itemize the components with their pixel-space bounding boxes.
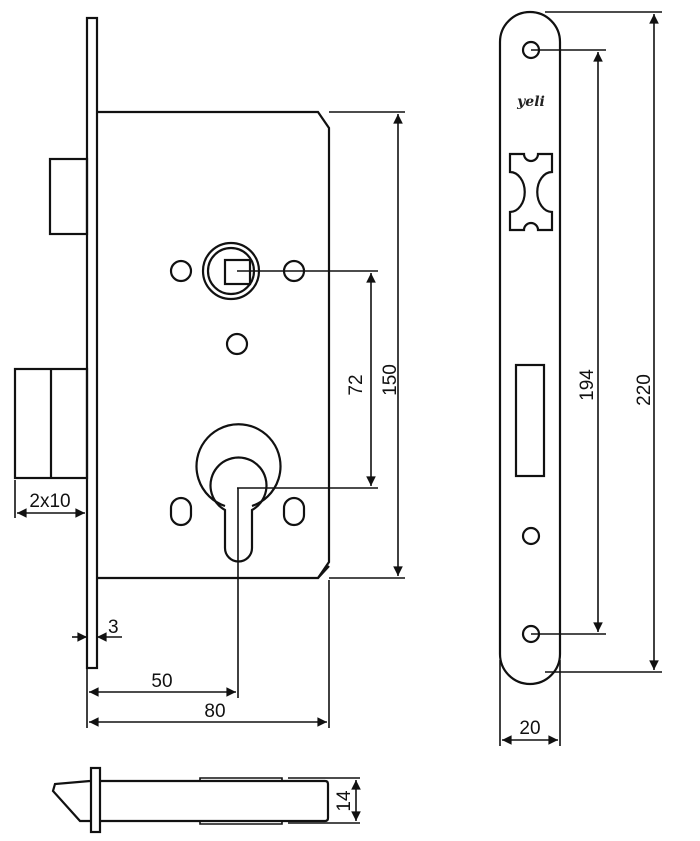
faceplate-view: yeli — [498, 10, 562, 686]
dim-label-150: 150 — [380, 364, 401, 396]
cylinder-rosette — [195, 423, 282, 508]
deadbolt-opening — [514, 363, 546, 478]
lock-body — [97, 110, 331, 580]
latch-opening — [508, 152, 554, 232]
spindle-square — [223, 258, 252, 286]
dim-label-20: 20 — [519, 718, 540, 739]
cover-strip — [199, 777, 283, 781]
dim-label-2x10: 2x10 — [29, 491, 70, 512]
latch-wedge — [51, 779, 91, 823]
screw-slot — [282, 496, 306, 527]
latch-bolt — [48, 157, 89, 236]
cover-strip — [199, 821, 283, 825]
screw-hole — [169, 259, 193, 283]
body-edge — [100, 779, 330, 823]
dim-label-72: 72 — [346, 374, 367, 395]
brand-logo: yeli — [516, 94, 545, 110]
dim-label-80: 80 — [204, 701, 225, 722]
faceplate-edge — [89, 766, 102, 834]
front-view — [13, 16, 331, 670]
dim-label-220: 220 — [634, 374, 655, 406]
dim-label-50: 50 — [151, 671, 172, 692]
dim-label-3: 3 — [108, 617, 119, 638]
screw-slot — [169, 496, 193, 527]
faceplate — [498, 10, 562, 686]
faceplate-dimensions: 194 220 20 — [499, 11, 662, 746]
screw-hole — [225, 332, 249, 356]
body-chamfer — [317, 565, 330, 579]
front-dimensions: 150 72 50 80 2x10 3 — [14, 111, 405, 728]
dim-label-14: 14 — [334, 790, 355, 812]
faceplate-side — [85, 16, 99, 670]
mounting-hole — [521, 526, 541, 546]
dim-label-194: 194 — [577, 369, 598, 401]
bottom-view: 14 — [51, 766, 361, 834]
